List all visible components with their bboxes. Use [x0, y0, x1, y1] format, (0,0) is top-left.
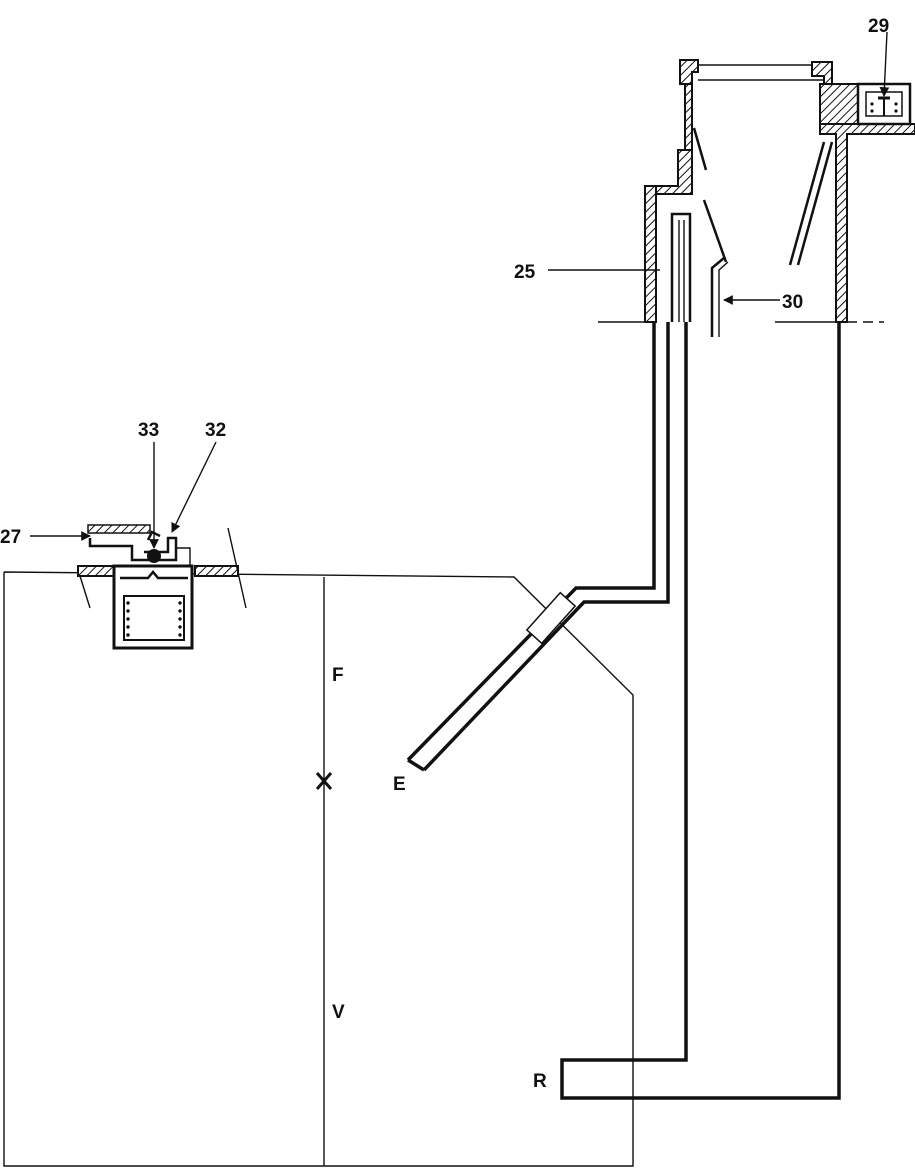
filler-neck — [598, 59, 915, 337]
label-f: F — [332, 665, 344, 686]
label-v: V — [332, 1002, 345, 1023]
rollover-valve — [77, 524, 247, 650]
vent-pipes — [406, 322, 841, 1100]
callout-labels: 29 25 30 33 32 27 F E V R — [0, 16, 889, 1092]
fuel-tank — [3, 571, 634, 1167]
label-32: 32 — [205, 420, 226, 441]
label-30: 30 — [782, 292, 803, 313]
check-ball — [147, 549, 161, 563]
callout-leaders — [30, 31, 890, 549]
label-e: E — [393, 774, 406, 795]
label-25: 25 — [514, 262, 536, 283]
label-r: R — [533, 1071, 547, 1092]
label-29: 29 — [868, 16, 889, 37]
fill-level-marker — [315, 772, 333, 790]
label-27: 27 — [0, 527, 21, 548]
label-33: 33 — [138, 420, 159, 441]
